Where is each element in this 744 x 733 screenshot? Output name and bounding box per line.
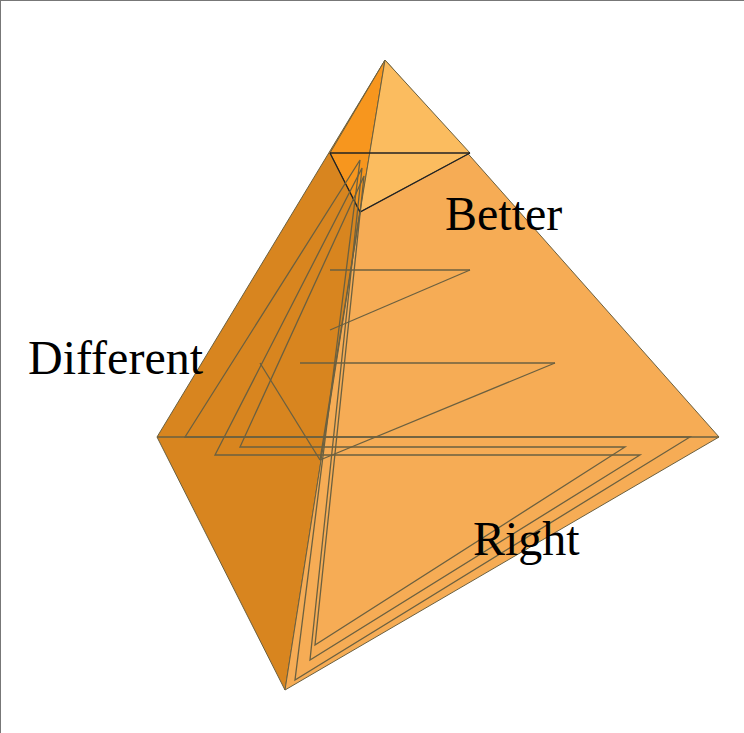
face-label: Different <box>28 334 203 382</box>
face-label: Right <box>473 515 580 563</box>
inner-layers <box>157 153 719 680</box>
face-label: Better <box>445 190 562 238</box>
frame-line <box>0 0 744 1</box>
frame-line <box>0 0 1 733</box>
right-face <box>285 60 719 690</box>
